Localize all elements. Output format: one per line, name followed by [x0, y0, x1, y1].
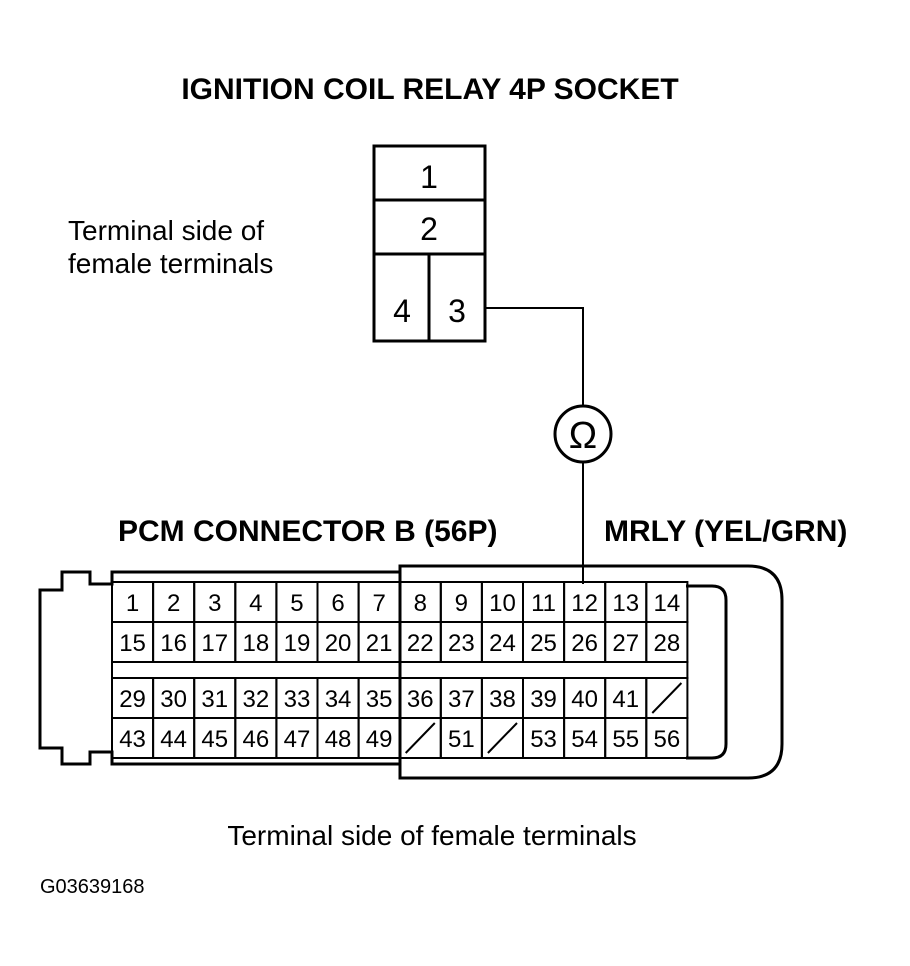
pcm-connector-housing [38, 564, 784, 780]
terminal-number: 4 [249, 590, 262, 617]
terminal-number: 36 [407, 686, 434, 713]
terminal-number: 28 [653, 630, 680, 657]
terminal-number: 51 [448, 726, 475, 753]
terminal-number: 25 [530, 630, 557, 657]
terminal-number: 34 [325, 686, 352, 713]
relay-terminal-3: 3 [448, 293, 466, 329]
row-separator [111, 661, 689, 679]
terminal-number: 16 [160, 630, 187, 657]
terminal-number: 9 [455, 590, 468, 617]
terminal-number: 15 [119, 630, 146, 657]
connector-cavity [686, 584, 728, 760]
terminal-number: 54 [571, 726, 598, 753]
terminal-number: 43 [119, 726, 146, 753]
wire-color-label: MRLY (YEL/GRN) [604, 515, 847, 548]
terminal-number: 56 [653, 726, 680, 753]
terminal-number: 47 [284, 726, 311, 753]
terminal-number: 32 [242, 686, 269, 713]
terminal-number: 38 [489, 686, 516, 713]
relay-terminal-4: 4 [393, 293, 411, 329]
terminal-number: 17 [201, 630, 228, 657]
terminal-number: 33 [284, 686, 311, 713]
terminal-number: 46 [242, 726, 269, 753]
pcm-connector-title: PCM CONNECTOR B (56P) [118, 515, 497, 548]
relay-side-label-line2: female terminals [68, 248, 273, 279]
terminal-number: 31 [201, 686, 228, 713]
terminal-number: 23 [448, 630, 475, 657]
terminal-number: 6 [331, 590, 344, 617]
terminal-number: 1 [126, 590, 139, 617]
terminal-number: 44 [160, 726, 187, 753]
relay-side-label-line1: Terminal side of [68, 215, 264, 246]
terminal-number: 40 [571, 686, 598, 713]
terminal-number: 53 [530, 726, 557, 753]
terminal-number: 14 [653, 590, 680, 617]
connector-hood [398, 564, 784, 780]
terminal-number: 39 [530, 686, 557, 713]
terminal-number: 7 [372, 590, 385, 617]
terminal-number: 13 [612, 590, 639, 617]
terminal-number: 24 [489, 630, 516, 657]
ohmmeter-icon [553, 404, 613, 464]
terminal-number: 3 [208, 590, 221, 617]
terminal-number: 30 [160, 686, 187, 713]
terminal-number: 35 [366, 686, 393, 713]
terminal-number: 55 [612, 726, 639, 753]
terminal-number: 8 [414, 590, 427, 617]
terminal-number: 11 [531, 590, 556, 617]
terminal-number: 45 [201, 726, 228, 753]
unused-terminal-slash [651, 682, 683, 714]
terminal-number: 26 [571, 630, 598, 657]
terminal-number: 48 [325, 726, 352, 753]
terminal-number: 20 [325, 630, 352, 657]
ohm-symbol: Ω [569, 415, 597, 457]
terminal-number: 10 [489, 590, 516, 617]
relay-socket [372, 144, 487, 343]
terminal-number: 21 [366, 630, 393, 657]
terminal-number: 37 [448, 686, 475, 713]
terminal-number: 5 [290, 590, 303, 617]
terminal-number: 2 [167, 590, 180, 617]
figure-id: G03639168 [40, 876, 145, 898]
relay-socket-title: IGNITION COIL RELAY 4P SOCKET [181, 73, 678, 106]
terminal-number: 19 [284, 630, 311, 657]
unused-terminal-slash [487, 722, 518, 754]
terminal-number: 22 [407, 630, 434, 657]
terminal-number: 49 [366, 726, 393, 753]
pcm-side-label: Terminal side of female terminals [227, 820, 636, 851]
relay-terminal-1: 1 [420, 159, 438, 195]
terminal-number: 27 [612, 630, 639, 657]
connector-left-body [38, 570, 400, 766]
terminal-number: 12 [571, 590, 598, 617]
terminal-cell [645, 717, 689, 759]
terminal-number: 41 [612, 686, 639, 713]
terminal-number: 29 [119, 686, 146, 713]
unused-terminal-slash [404, 722, 436, 754]
test-lead-upper [485, 307, 584, 408]
terminal-number: 18 [242, 630, 269, 657]
relay-terminal-2: 2 [420, 211, 438, 247]
